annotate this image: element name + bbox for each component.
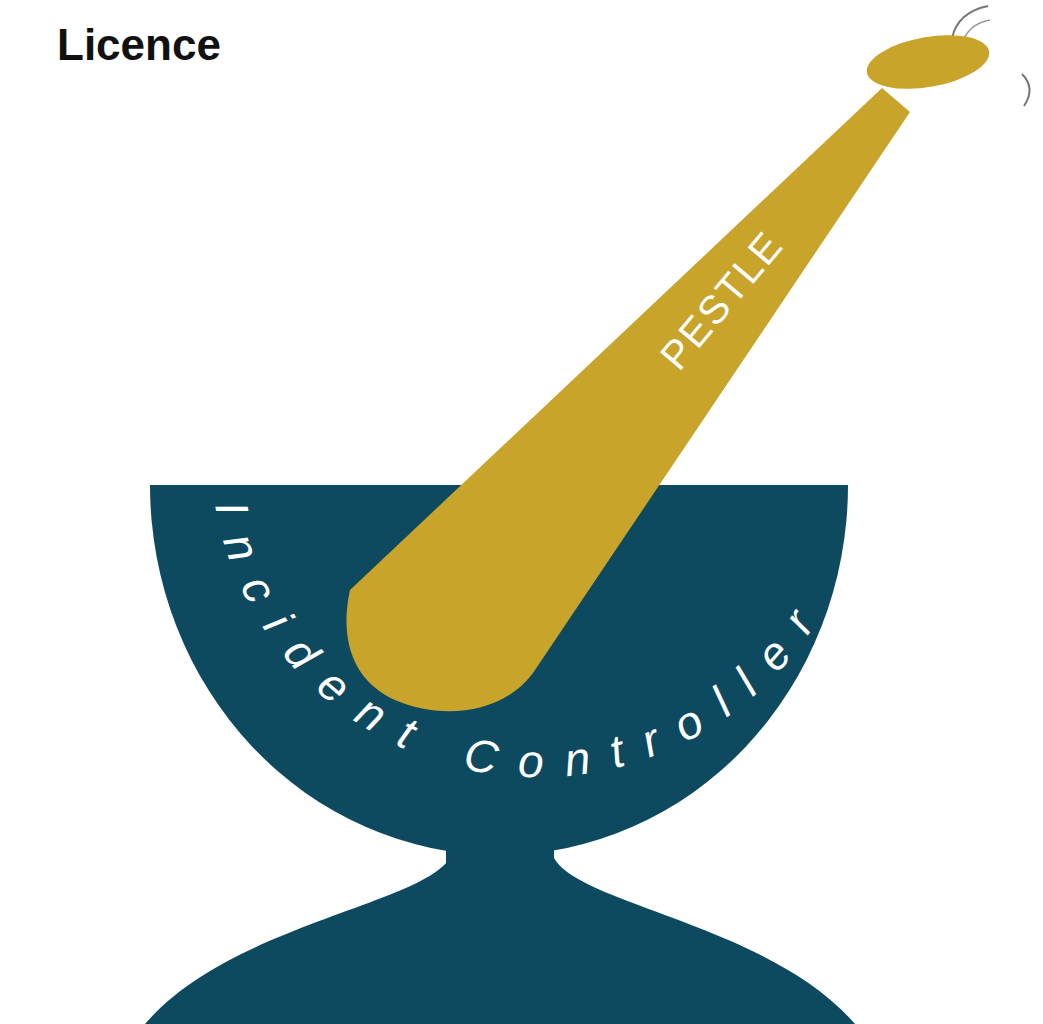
motion-mark	[1022, 74, 1030, 106]
pestle-body	[346, 88, 910, 711]
pestle-knob	[863, 27, 994, 98]
mortar-base	[145, 858, 855, 1024]
page-title: Licence	[57, 20, 221, 70]
